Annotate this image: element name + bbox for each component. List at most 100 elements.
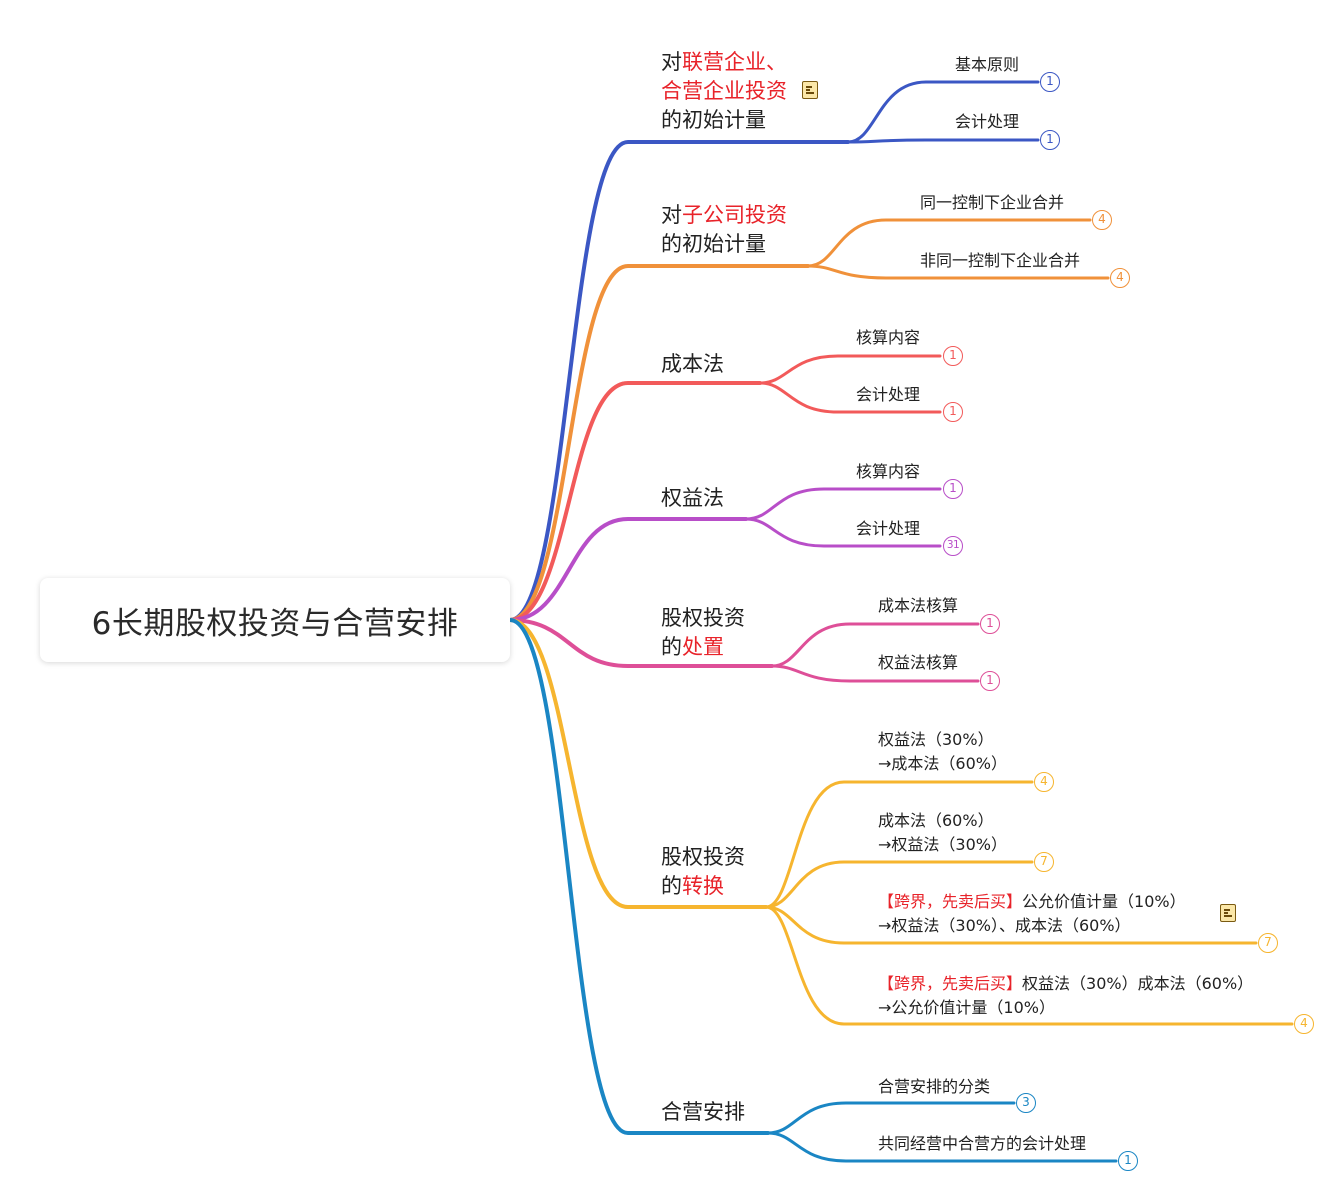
subtopic-line: 成本法（60%） <box>878 809 1007 833</box>
note-icon[interactable] <box>1220 904 1236 922</box>
topic-branch-5[interactable]: 股权投资的处置 <box>661 604 745 662</box>
text-run: →公允价值计量（10%） <box>878 998 1055 1017</box>
topic-branch-7[interactable]: 合营安排 <box>661 1098 745 1127</box>
subtopic-line: 权益法（30%） <box>878 728 1007 752</box>
text-run: 成本法 <box>661 352 724 376</box>
subtopic-label: 基本原则 <box>955 55 1020 74</box>
subtopic-label: 核算内容 <box>856 328 921 347</box>
highlight-text: 【跨界，先卖后买】 <box>878 974 1023 993</box>
subtopic-label: 共同经营中合营方的会计处理 <box>878 1134 1087 1153</box>
note-icon[interactable] <box>802 81 818 99</box>
text-run: 的 <box>661 874 682 898</box>
subtopic[interactable]: 核算内容 <box>856 326 920 350</box>
subtopic-line: →权益法（30%）、成本法（60%） <box>878 914 1186 938</box>
subtopic[interactable]: 成本法（60%） →权益法（30%） <box>878 809 1007 857</box>
subtopic-line: 【跨界，先卖后买】公允价值计量（10%） <box>878 890 1186 914</box>
text-run: 合营安排 <box>661 1100 745 1124</box>
text-run: 权益法（30%）成本法（60%） <box>1022 974 1254 993</box>
subtopic[interactable]: 权益法（30%） →成本法（60%） <box>878 728 1007 776</box>
subtopic[interactable]: 权益法核算 <box>878 651 958 675</box>
subtopic-connector <box>764 780 1034 909</box>
subtopic-connector <box>770 664 980 683</box>
highlight-text: 处置 <box>682 635 724 659</box>
collapsed-count-badge[interactable]: 1 <box>943 479 963 499</box>
branch-connector <box>508 264 810 622</box>
subtopic[interactable]: 会计处理 <box>955 110 1019 134</box>
highlight-text: 合营企业投资 <box>661 79 787 103</box>
subtopic[interactable]: 成本法核算 <box>878 594 958 618</box>
highlight-text: 子公司投资 <box>682 203 787 227</box>
topic-branch-2[interactable]: 对子公司投资的初始计量 <box>661 201 787 259</box>
collapsed-count-badge[interactable]: 4 <box>1110 268 1130 288</box>
highlight-text: 转换 <box>682 874 724 898</box>
topic-branch-4[interactable]: 权益法 <box>661 484 724 513</box>
subtopic-line: →公允价值计量（10%） <box>878 996 1253 1020</box>
collapsed-count-badge[interactable]: 1 <box>943 346 963 366</box>
subtopic-label: 会计处理 <box>856 385 921 404</box>
root-topic[interactable]: 6长期股权投资与合营安排 <box>40 578 510 662</box>
collapsed-count-badge[interactable]: 3 <box>1016 1093 1036 1113</box>
subtopic[interactable]: 核算内容 <box>856 460 920 484</box>
highlight-text: 联营企业、 <box>682 50 787 74</box>
subtopic-connector <box>758 354 942 385</box>
subtopic-line: →权益法（30%） <box>878 833 1007 857</box>
subtopic[interactable]: 同一控制下企业合并 <box>920 191 1064 215</box>
collapsed-count-badge[interactable]: 4 <box>1092 210 1112 230</box>
subtopic-connector <box>846 138 1040 144</box>
highlight-text: 【跨界，先卖后买】 <box>878 892 1023 911</box>
text-run: 对 <box>661 50 682 74</box>
branch-connector <box>508 618 770 1135</box>
collapsed-count-badge[interactable]: 4 <box>1294 1014 1314 1034</box>
text-run: 公允价值计量（10%） <box>1022 892 1186 911</box>
subtopic-label: 成本法核算 <box>878 596 959 615</box>
branch-connector <box>508 618 768 909</box>
subtopic-connector <box>744 487 942 521</box>
subtopic[interactable]: 会计处理 <box>856 383 920 407</box>
text-run: 成本法（60%） <box>878 811 994 830</box>
text-run: 股权投资 <box>661 606 745 630</box>
subtopic-connector <box>758 381 942 414</box>
subtopic-label: 会计处理 <box>856 519 921 538</box>
collapsed-count-badge[interactable]: 7 <box>1258 933 1278 953</box>
subtopic-label: 同一控制下企业合并 <box>920 193 1065 212</box>
text-run: 股权投资 <box>661 845 745 869</box>
branch-connector <box>508 517 748 622</box>
subtopic[interactable]: 【跨界，先卖后买】公允价值计量（10%） →权益法（30%）、成本法（60%） <box>878 890 1186 938</box>
collapsed-count-badge[interactable]: 1 <box>943 402 963 422</box>
subtopic-label: 权益法核算 <box>878 653 959 672</box>
subtopic[interactable]: 基本原则 <box>955 53 1019 77</box>
collapsed-count-badge[interactable]: 1 <box>1040 130 1060 150</box>
topic-branch-3[interactable]: 成本法 <box>661 350 724 379</box>
branch-connector <box>508 618 774 668</box>
subtopic-connector <box>764 905 1294 1026</box>
subtopic-connector <box>846 80 1040 144</box>
collapsed-count-badge[interactable]: 1 <box>980 614 1000 634</box>
subtopic[interactable]: 共同经营中合营方的会计处理 <box>878 1132 1086 1156</box>
text-run: 权益法 <box>661 486 724 510</box>
subtopic-connector <box>766 1101 1016 1135</box>
subtopic[interactable]: 合营安排的分类 <box>878 1075 990 1099</box>
collapsed-count-badge[interactable]: 4 <box>1034 772 1054 792</box>
collapsed-count-badge[interactable]: 31 <box>943 536 963 556</box>
subtopic-connector <box>770 622 980 668</box>
text-run: →成本法（60%） <box>878 754 1007 773</box>
subtopic-connector <box>744 517 942 548</box>
collapsed-count-badge[interactable]: 1 <box>1040 72 1060 92</box>
subtopic[interactable]: 【跨界，先卖后买】权益法（30%）成本法（60%） →公允价值计量（10%） <box>878 972 1253 1020</box>
topic-branch-6[interactable]: 股权投资的转换 <box>661 843 745 901</box>
subtopic-connector <box>806 218 1092 268</box>
subtopic-label: 核算内容 <box>856 462 921 481</box>
collapsed-count-badge[interactable]: 1 <box>980 671 1000 691</box>
branch-connector <box>508 140 850 622</box>
collapsed-count-badge[interactable]: 7 <box>1034 852 1054 872</box>
subtopic-connector <box>764 860 1034 909</box>
collapsed-count-badge[interactable]: 1 <box>1118 1151 1138 1171</box>
subtopic-label: 非同一控制下企业合并 <box>920 251 1081 270</box>
subtopic-line: →成本法（60%） <box>878 752 1007 776</box>
topic-branch-1[interactable]: 对联营企业、合营企业投资的初始计量 <box>661 48 787 135</box>
text-run: →权益法（30%）、成本法（60%） <box>878 916 1131 935</box>
subtopic[interactable]: 非同一控制下企业合并 <box>920 249 1080 273</box>
text-run: 对 <box>661 203 682 227</box>
subtopic[interactable]: 会计处理 <box>856 517 920 541</box>
